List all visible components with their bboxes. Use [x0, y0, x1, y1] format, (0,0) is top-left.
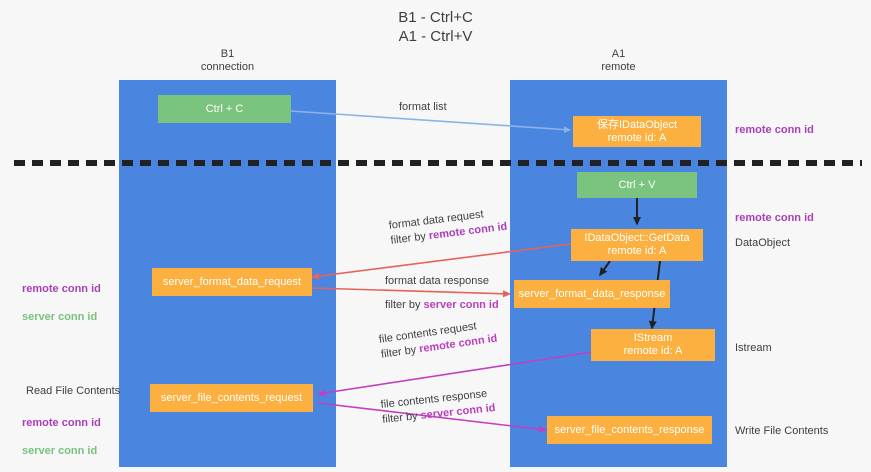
box-idataobject-getdata[interactable]: IDataObject::GetData remote id: A [571, 229, 703, 261]
edge-label-format-data-response-line1: format data response [385, 275, 489, 287]
annotation-remote-conn-id-top: remote conn id [735, 124, 814, 136]
annotation-istream: Istream [735, 342, 772, 354]
annotation-remote-conn-id-left-format: remote conn id [22, 283, 101, 295]
box-server-format-data-response[interactable]: server_format_data_response [514, 280, 670, 308]
annotation-write-file-contents: Write File Contents [735, 425, 829, 437]
box-istream[interactable]: IStream remote id: A [591, 329, 715, 361]
box-server-file-contents-response[interactable]: server_file_contents_response [547, 416, 712, 444]
annotation-read-file-contents: Read File Contents [26, 385, 121, 397]
filter-by-text: filter by [385, 299, 424, 311]
annotation-remote-conn-id-left-file: remote conn id [22, 417, 101, 429]
box-ctrl-c[interactable]: Ctrl + C [158, 95, 291, 123]
annotation-remote-conn-id-getdata: remote conn id [735, 212, 814, 224]
edge-label-format-data-response: format data response filter by server co… [385, 274, 499, 313]
box-server-file-contents-request[interactable]: server_file_contents_request [150, 384, 313, 412]
box-server-format-data-request[interactable]: server_format_data_request [152, 268, 312, 296]
annotation-file-conn-ids: remote conn id server conn id [22, 402, 101, 472]
edge-label-format-data-response-line2: filter by server conn id [385, 298, 499, 313]
edge-label-file-contents-response: file contents response filter by server … [380, 386, 496, 428]
edge-label-format-list: format list [399, 101, 447, 113]
page-title: B1 - Ctrl+C A1 - Ctrl+V [398, 9, 473, 45]
edge-label-file-contents-request: file contents request filter by remote c… [378, 317, 498, 363]
annotation-server-conn-id-left-file: server conn id [22, 445, 98, 457]
annotation-server-conn-id-left-format: server conn id [22, 311, 98, 323]
column-header-b1: B1 connection [200, 48, 255, 73]
box-save-idataobject[interactable]: 保存IDataObject remote id: A [573, 116, 701, 147]
annotation-format-conn-ids: remote conn id server conn id [22, 268, 101, 338]
edge-label-format-data-request: format data request filter by remote con… [388, 205, 508, 249]
filter-value-server-conn-id: server conn id [423, 299, 499, 311]
filter-by-text: filter by [389, 230, 430, 247]
box-ctrl-v[interactable]: Ctrl + V [577, 172, 697, 198]
filter-by-text: filter by [380, 343, 421, 361]
column-header-a1: A1 remote [601, 48, 636, 73]
annotation-dataobject: DataObject [735, 237, 791, 249]
filter-by-text: filter by [381, 409, 422, 426]
